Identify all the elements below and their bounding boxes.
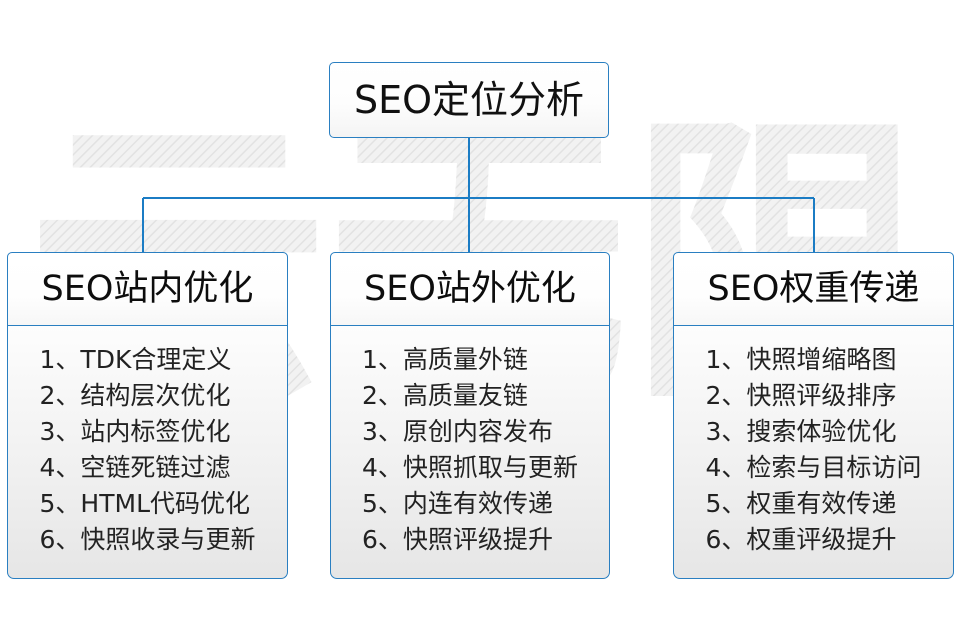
- branch-item-list-2: 1、高质量外链 2、高质量友链 3、原创内容发布 4、快照抓取与更新 5、内连有…: [362, 342, 578, 558]
- list-item: 4、快照抓取与更新: [362, 453, 578, 482]
- list-item: 1、快照增缩略图: [705, 345, 897, 374]
- list-item: 1、TDK合理定义: [39, 345, 232, 374]
- list-item: 3、站内标签优化: [39, 417, 231, 446]
- branch-column-2: SEO站外优化 1、高质量外链 2、高质量友链 3、原创内容发布 4、快照抓取与…: [330, 252, 610, 579]
- branch-header-label-3: SEO权重传递: [707, 268, 920, 309]
- branch-header-2[interactable]: SEO站外优化: [330, 252, 610, 326]
- list-item: 6、快照评级提升: [362, 525, 553, 554]
- list-item: 6、快照收录与更新: [39, 525, 256, 554]
- list-item: 3、搜索体验优化: [705, 417, 897, 446]
- list-item: 2、快照评级排序: [705, 381, 897, 410]
- root-node[interactable]: SEO定位分析: [329, 62, 609, 138]
- branch-header-3[interactable]: SEO权重传递: [673, 252, 954, 326]
- list-item: 3、原创内容发布: [362, 417, 553, 446]
- list-item: 5、权重有效传递: [705, 489, 897, 518]
- list-item: 5、HTML代码优化: [39, 489, 251, 518]
- branch-item-list-1: 1、TDK合理定义 2、结构层次优化 3、站内标签优化 4、空链死链过滤 5、H…: [40, 342, 256, 558]
- branch-header-label-2: SEO站外优化: [364, 268, 576, 309]
- list-item: 4、空链死链过滤: [39, 453, 231, 482]
- list-item: 1、高质量外链: [362, 345, 528, 374]
- list-item: 2、结构层次优化: [39, 381, 231, 410]
- branch-item-list-3: 1、快照增缩略图 2、快照评级排序 3、搜索体验优化 4、检索与目标访问 5、权…: [706, 342, 922, 558]
- branch-column-3: SEO权重传递 1、快照增缩略图 2、快照评级排序 3、搜索体验优化 4、检索与…: [673, 252, 954, 579]
- list-item: 2、高质量友链: [362, 381, 528, 410]
- list-item: 4、检索与目标访问: [705, 453, 922, 482]
- branch-header-label-1: SEO站内优化: [41, 268, 254, 309]
- branch-column-1: SEO站内优化 1、TDK合理定义 2、结构层次优化 3、站内标签优化 4、空链…: [7, 252, 288, 579]
- branch-body-2: 1、高质量外链 2、高质量友链 3、原创内容发布 4、快照抓取与更新 5、内连有…: [330, 326, 610, 579]
- branch-header-1[interactable]: SEO站内优化: [7, 252, 288, 326]
- list-item: 5、内连有效传递: [362, 489, 553, 518]
- root-node-label: SEO定位分析: [353, 78, 585, 122]
- branch-body-1: 1、TDK合理定义 2、结构层次优化 3、站内标签优化 4、空链死链过滤 5、H…: [7, 326, 288, 579]
- branch-body-3: 1、快照增缩略图 2、快照评级排序 3、搜索体验优化 4、检索与目标访问 5、权…: [673, 326, 954, 579]
- list-item: 6、权重评级提升: [705, 525, 897, 554]
